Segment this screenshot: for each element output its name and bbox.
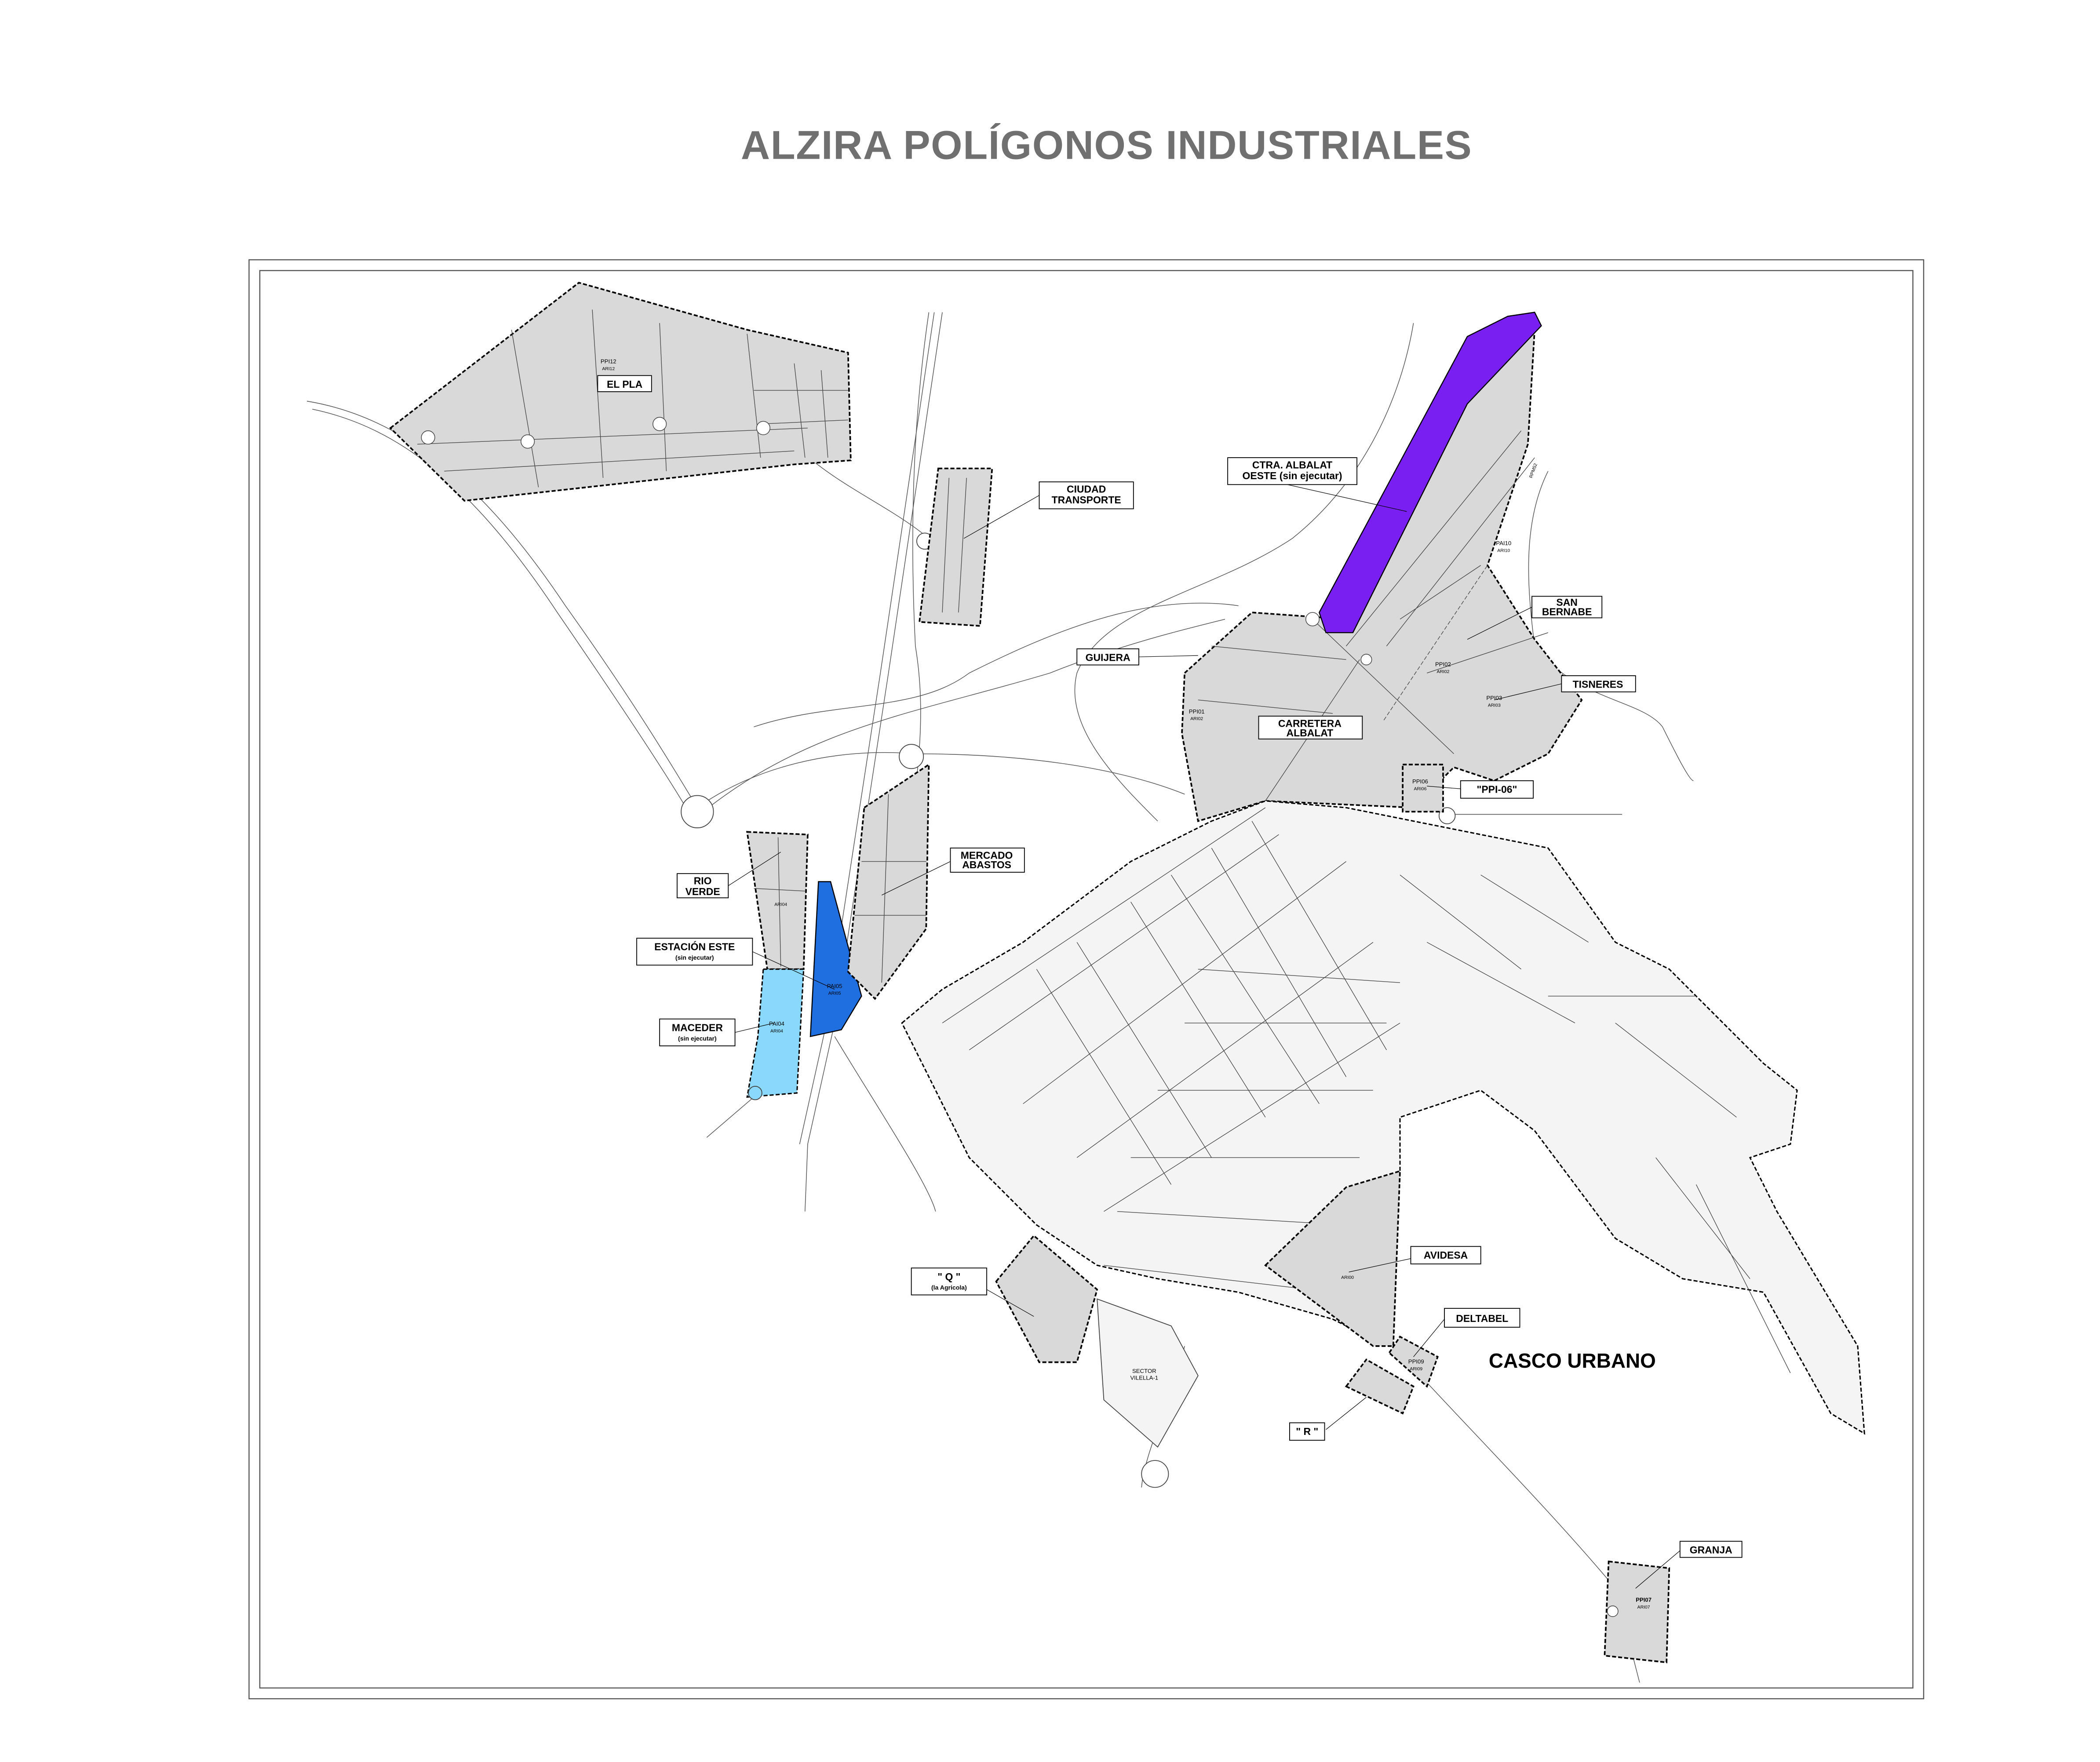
label-q-la-agricola: " Q " (la Agricola) [911,1267,988,1296]
map-title: ALZIRA POLÍGONOS INDUSTRIALES [741,122,1473,167]
code-ari05: ARI05 [828,991,841,996]
label-text: DELTABEL [1456,1313,1508,1324]
label-ctra-albalat-oeste: CTRA. ALBALAT OESTE (sin ejecutar) [1227,457,1357,485]
label-rio-verde: RIO VERDE [677,873,729,899]
code-pai05: PAI05 [827,983,842,989]
zone-urban-area [901,800,1865,1435]
inner-frame [259,270,1914,1689]
zone-mercado-abastos[interactable] [847,763,930,1000]
label-maceder: MACEDER (sin ejecutar) [659,1018,736,1046]
label-ciudad-transporte: CIUDAD TRANSPORTE [1039,481,1134,510]
zone-r[interactable] [1345,1358,1415,1415]
code-ppi03: PPI03 [1486,695,1502,701]
label-granja: GRANJA [1679,1540,1743,1558]
code-pai04: PAI04 [769,1020,784,1027]
code-ari12: ARI12 [602,367,615,371]
label-text: ESTACIÓN ESTE [654,941,735,953]
zone-avidesa[interactable] [1264,1170,1401,1347]
zone-maceder[interactable] [746,968,805,1098]
label-text: RIO [694,875,712,887]
code-ppi09: PPI09 [1408,1358,1424,1365]
zone-codes: PPI12 ARI12 PPI01 ARI02 PPI02 ARI02 PPI0… [601,358,1652,1610]
label-leaders [728,471,1681,1589]
code-ari07: ARI07 [1637,1605,1650,1610]
code-rpm52: RPM52 [1529,462,1539,479]
zone-granja[interactable] [1604,1560,1670,1664]
code-ari02: ARI02 [1190,717,1203,721]
zone-sector-vilella[interactable] [1097,1298,1199,1448]
label-guijera: GUIJERA [1076,648,1139,666]
label-tisneres: TISNERES [1561,675,1636,692]
zone-ciudad-transporte[interactable] [918,467,993,627]
label-deltabel: DELTABEL [1444,1308,1520,1328]
zone-estacion-este[interactable] [809,881,862,1038]
code-ppi01: PPI01 [1189,708,1205,715]
label-text: TISNERES [1573,679,1623,690]
label-text: CTRA. ALBALAT [1252,459,1332,471]
code-ari06: ARI06 [1414,786,1426,791]
label-text: VERDE [685,886,720,897]
zone-rio-verde[interactable] [746,831,809,970]
label-estacion-este: ESTACIÓN ESTE (sin ejecutar) [636,938,753,966]
label-text: EL PLA [607,379,642,390]
code-ari00-avidesa: ARI00 [1341,1275,1354,1280]
label-text: " Q " [937,1271,960,1282]
code-ppi06: PPI06 [1412,778,1428,785]
code-ari10: ARI10 [1497,548,1510,553]
label-avidesa: AVIDESA [1410,1246,1481,1265]
zone-ctra-albalat-oeste[interactable] [1318,312,1542,633]
code-ari04-rio-verde: ARI04 [774,903,787,907]
label-el-pla: EL PLA [597,375,652,392]
label-text: " R " [1296,1426,1318,1437]
label-vilella: VILELLA-1 [1130,1374,1158,1381]
label-text: ALBALAT [1287,727,1334,739]
label-ppi-06: "PPI-06" [1460,780,1534,799]
outer-frame [248,259,1925,1700]
code-ppi07: PPI07 [1636,1597,1652,1603]
label-text: TRANSPORTE [1052,494,1121,506]
label-text: GRANJA [1690,1544,1732,1555]
label-text: GUIJERA [1086,652,1130,663]
code-ari02-b: ARI02 [1437,670,1450,674]
label-text: MERCADO [961,849,1013,861]
label-sector: SECTOR [1132,1368,1156,1374]
code-ari04: ARI04 [770,1029,783,1034]
label-r: " R " [1289,1422,1325,1441]
label-text: (sin ejecutar) [678,1035,717,1042]
code-pai10: PAI10 [1496,540,1511,546]
label-text: ABASTOS [962,859,1011,870]
code-ari09: ARI09 [1410,1367,1422,1372]
label-text: SAN [1556,597,1577,608]
label-mercado-abastos: MERCADO ABASTOS [950,848,1025,873]
label-text: (sin ejecutar) [675,954,714,961]
label-text: OESTE (sin ejecutar) [1243,470,1342,481]
label-text: BERNABE [1542,606,1592,617]
code-ari03: ARI03 [1488,703,1501,708]
label-text: AVIDESA [1424,1249,1468,1261]
label-casco-urbano: CASCO URBANO [1489,1349,1656,1372]
label-text: "PPI-06" [1477,783,1517,795]
label-text: CARRETERA [1278,717,1342,729]
code-ppi12: PPI12 [601,358,616,365]
zone-q-la-agricola[interactable] [995,1234,1098,1363]
label-text: (la Agricola) [931,1284,967,1291]
label-carretera-albalat: CARRETERA ALBALAT [1258,716,1363,739]
zone-deltabel[interactable] [1388,1336,1439,1388]
label-san-bernabe: SAN BERNABE [1531,596,1603,619]
label-text: MACEDER [672,1022,723,1033]
label-text: CIUDAD [1067,484,1106,495]
code-ppi02: PPI02 [1435,661,1451,668]
